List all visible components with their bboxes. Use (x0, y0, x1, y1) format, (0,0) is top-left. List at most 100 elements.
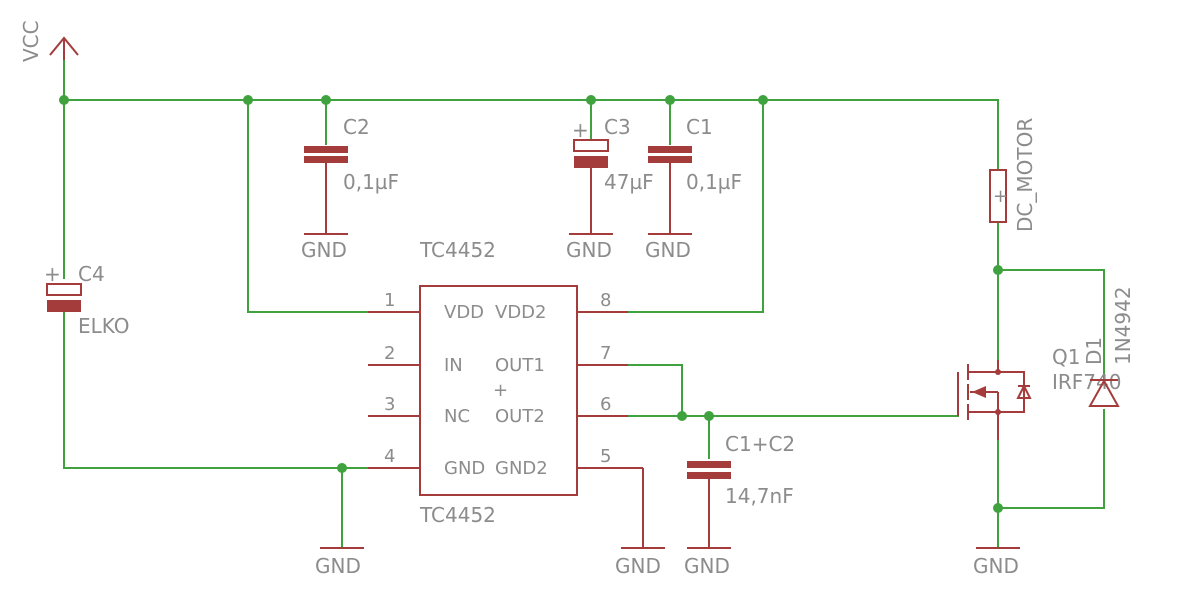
cap-plate (687, 461, 731, 468)
motor-label: DC_MOTOR (1013, 118, 1037, 232)
dc-motor: + DC_MOTOR (989, 118, 1037, 232)
cap-plate (304, 146, 348, 153)
ground-c3: GND (566, 233, 613, 262)
cap-plate (648, 156, 692, 163)
c12-name: C1+C2 (725, 432, 795, 456)
ground-c1: GND (645, 233, 692, 262)
mosfet-value: IRF740 (1052, 370, 1121, 394)
vcc-rail-wire (63, 59, 999, 171)
vdd2-wire (627, 99, 764, 313)
pin-number: 4 (384, 446, 395, 467)
diode-bottom-wire (997, 409, 1105, 509)
cap-plate-negative (574, 156, 608, 168)
ic-value: TC4452 (419, 503, 496, 527)
junction-dot (321, 95, 331, 105)
diode-d1: D1 1N4942 (1082, 286, 1135, 407)
junction-dot (704, 411, 714, 421)
ground-label: GND (645, 238, 691, 262)
ground-label: GND (301, 238, 347, 262)
pin-name: GND (444, 458, 485, 479)
cap-plate (687, 472, 731, 479)
ground-gnd2: GND (615, 468, 665, 578)
source-lead (968, 411, 999, 440)
junction-dot (993, 265, 1003, 275)
diode-name: D1 (1082, 337, 1106, 365)
motor-plus-sign: + (993, 186, 1008, 207)
body-diode-icon (1016, 383, 1032, 399)
pin-name: OUT1 (495, 355, 545, 376)
out1-wire (627, 364, 683, 417)
vcc-arrow-icon (49, 36, 79, 60)
mosfet-name: Q1 (1052, 345, 1080, 369)
pin-name: VDD2 (495, 302, 547, 323)
junctions (59, 95, 1003, 513)
c3-value: 47µF (604, 170, 654, 194)
ground-label: GND (615, 554, 661, 578)
vdd-wire (247, 99, 369, 313)
capacitor-c1: C1 0,1µF (648, 115, 742, 234)
pin-number: 2 (384, 343, 395, 364)
pin-number: 6 (600, 394, 611, 415)
pin-number: 8 (600, 290, 611, 311)
junction-dot (243, 95, 253, 105)
c3-name: C3 (604, 115, 631, 139)
junction-dot (993, 503, 1003, 513)
cap-plate (304, 156, 348, 163)
pin-number: 3 (384, 394, 395, 415)
ic-body (419, 285, 578, 496)
diode-triangle-icon (1088, 378, 1120, 407)
c4-value: ELKO (78, 314, 130, 338)
pin-name: GND2 (495, 458, 548, 479)
c1-value: 0,1µF (686, 170, 742, 194)
c2-name: C2 (343, 115, 370, 139)
pin-number: 1 (384, 290, 395, 311)
junction-dot (337, 463, 347, 473)
pin-name: VDD (444, 302, 484, 323)
cap-plate-negative (47, 300, 81, 312)
c4-name: C4 (78, 262, 105, 286)
ground-q1: GND (973, 547, 1020, 578)
mosfet-q1: Q1 IRF740 (957, 345, 1121, 440)
cap-plate (648, 146, 692, 153)
ic-name: TC4452 (419, 238, 496, 262)
motor-body (989, 169, 1007, 223)
pin-name: IN (444, 355, 463, 376)
c12-value: 14,7nF (725, 484, 794, 508)
vcc-label: VCC (19, 20, 43, 62)
ground-c2: GND (301, 233, 348, 262)
c4-plus-sign: + (44, 262, 61, 286)
junction-dot (59, 95, 69, 105)
junction-dot (586, 95, 596, 105)
pin-number: 5 (600, 446, 611, 467)
cap-plate-positive (46, 283, 82, 296)
capacitor-c4: + C4 ELKO (44, 262, 130, 338)
junction-dot (677, 411, 687, 421)
ic-center-mark: + (493, 380, 508, 401)
ground-label: GND (973, 554, 1019, 578)
ground-label: GND (684, 554, 730, 578)
pin-number: 7 (600, 343, 611, 364)
ic-tc4452: TC4452 TC4452 + 1 2 3 4 VDD IN NC GND 8 … (368, 238, 643, 527)
c4-bottom-wire (63, 311, 369, 469)
c1-name: C1 (686, 115, 713, 139)
body-diode-wire (998, 371, 1025, 413)
capacitor-c1c2: C1+C2 14,7nF GND (684, 432, 795, 578)
vcc-symbol: VCC (19, 20, 79, 62)
cap-plate-positive (573, 139, 609, 152)
drain-lead (968, 360, 999, 373)
pin-name: NC (444, 406, 470, 427)
c2-value: 0,1µF (343, 170, 399, 194)
pin-name: OUT2 (495, 406, 545, 427)
diode-top-wire (997, 269, 1105, 381)
junction-dot (665, 95, 675, 105)
junction-dot (758, 95, 768, 105)
ground-label: GND (566, 238, 612, 262)
ground-pin4: GND (315, 547, 364, 578)
capacitor-c2: C2 0,1µF (304, 115, 399, 234)
ground-label: GND (315, 554, 361, 578)
capacitor-c3: + C3 47µF (572, 115, 654, 234)
diode-value: 1N4942 (1111, 286, 1135, 365)
mosfet-arrow-icon (972, 386, 986, 398)
c3-plus-sign: + (572, 118, 589, 142)
